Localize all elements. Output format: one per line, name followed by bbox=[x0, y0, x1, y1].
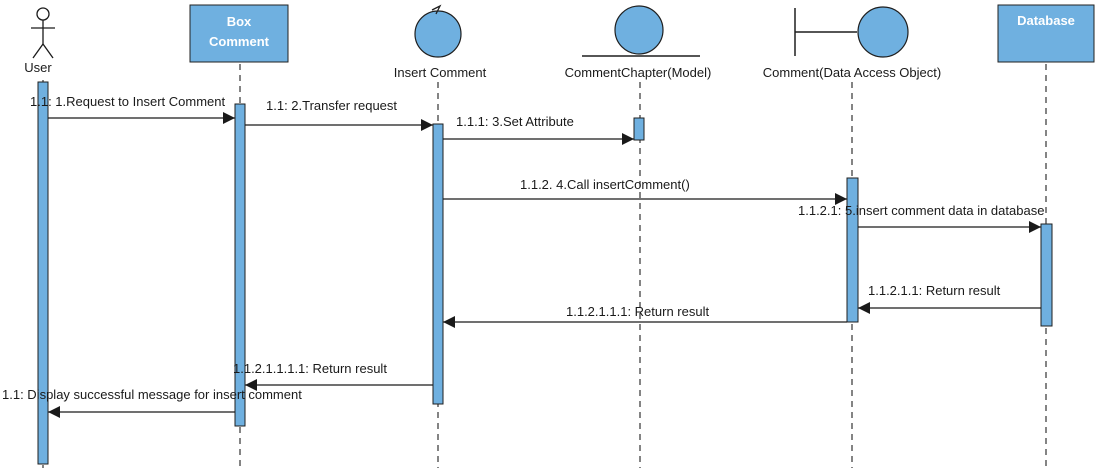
message-label-7: 1.1.2.1.1.1: Return result bbox=[566, 304, 709, 319]
user-label: User bbox=[24, 60, 52, 75]
entity-icon bbox=[582, 5, 700, 57]
user-actor-icon bbox=[31, 7, 55, 59]
database-label: Database bbox=[1017, 13, 1075, 28]
database-box bbox=[997, 4, 1095, 63]
box-comment-activation bbox=[234, 103, 246, 427]
box-comment-label-line2: Comment bbox=[209, 34, 270, 49]
message-label-3: 1.1.1: 3.Set Attribute bbox=[456, 114, 574, 129]
message-label-4: 1.1.2. 4.Call insertComment() bbox=[520, 177, 690, 192]
comment-dao-label: Comment(Data Access Object) bbox=[763, 65, 941, 80]
control-icon bbox=[414, 4, 462, 58]
message-label-9: 1.1: Display successful message for inse… bbox=[2, 387, 302, 402]
boundary-icon bbox=[794, 6, 909, 58]
insert-comment-label: Insert Comment bbox=[394, 65, 487, 80]
comment-chapter-label: CommentChapter(Model) bbox=[565, 65, 712, 80]
message-label-5: 1.1.2.1: 5.insert comment data in databa… bbox=[798, 203, 1044, 218]
message-label-1: 1.1: 1.Request to Insert Comment bbox=[30, 94, 225, 109]
comment-chapter-activation bbox=[633, 117, 645, 141]
box-comment-box bbox=[189, 4, 289, 63]
message-label-8: 1.1.2.1.1.1.1: Return result bbox=[233, 361, 387, 376]
comment-dao-activation bbox=[846, 177, 859, 323]
message-label-6: 1.1.2.1.1: Return result bbox=[868, 283, 1001, 298]
database-activation bbox=[1040, 223, 1053, 327]
user-activation bbox=[37, 81, 49, 465]
box-comment-label-line1: Box bbox=[227, 14, 252, 29]
message-label-2: 1.1: 2.Transfer request bbox=[266, 98, 397, 113]
insert-comment-activation bbox=[432, 123, 444, 405]
